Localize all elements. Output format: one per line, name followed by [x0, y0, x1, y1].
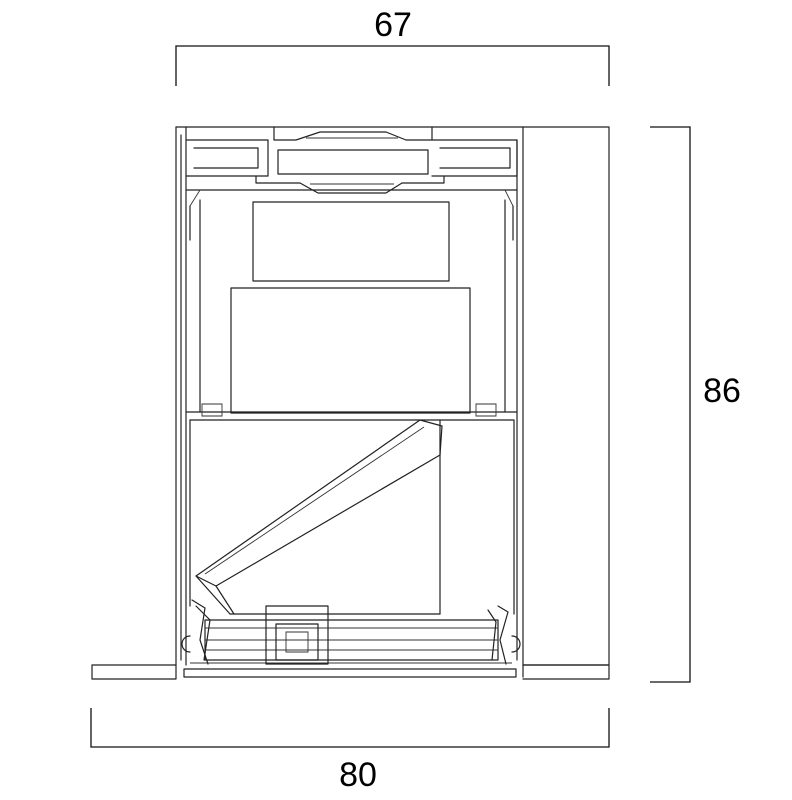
dimension-bottom-label: 80 [339, 756, 377, 794]
inner-frame [185, 199, 518, 417]
driver-block-upper [252, 201, 450, 282]
dimension-right-label: 86 [703, 372, 741, 410]
dimension-right: 86 [650, 126, 741, 683]
housing-profile [91, 126, 610, 680]
driver-block-lower [230, 287, 471, 414]
bezel-assembly [181, 599, 521, 665]
top-rail [185, 126, 518, 207]
optic-chamber [189, 419, 515, 615]
dimension-top: 67 [175, 6, 610, 86]
dimension-bottom: 80 [90, 708, 610, 794]
dimension-top-label: 67 [374, 6, 412, 44]
